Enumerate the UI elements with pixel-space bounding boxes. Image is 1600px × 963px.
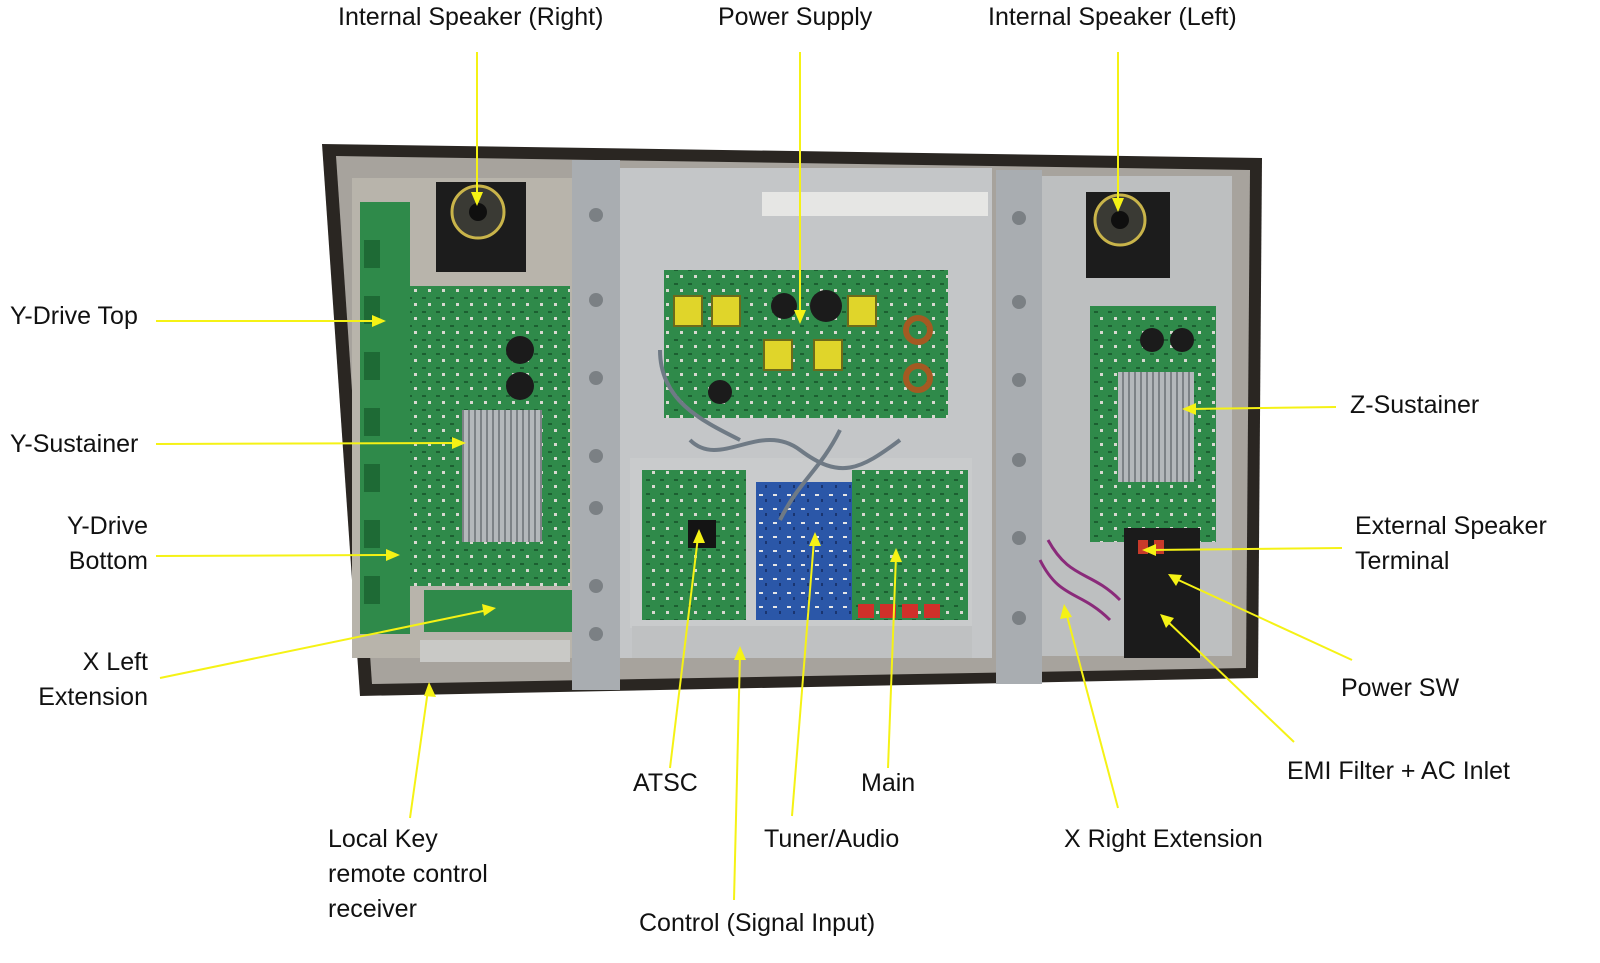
y-sustainer-heatsink [462,410,542,542]
local-key-bar [420,640,570,662]
label-x-left-extension: X Left Extension [38,648,148,711]
main-board-connectors [858,604,940,618]
label-power-supply: Power Supply [718,3,873,31]
label-main: Main [861,769,916,797]
tuner-audio-board [756,482,852,620]
label-y-drive-top: Y-Drive Top [10,302,138,330]
leader-y-sustainer [155,442,459,445]
x-left-extension-board [424,590,574,632]
leader-tuner-audio [791,539,815,817]
leader-arrowheads [372,192,1196,697]
speaker-left [1086,192,1170,278]
speaker-right [436,182,526,272]
leader-lines [155,52,1353,901]
wiring-harness [658,349,902,521]
label-external-speaker-terminal: External Speaker Terminal [1355,512,1547,575]
leader-main [887,555,897,769]
terminal-connectors [1138,540,1164,554]
power-supply-transformers [673,295,877,371]
z-sustainer-capacitors [1140,328,1194,352]
main-board [852,470,968,620]
leader-local-key [409,689,429,819]
y-sustainer-capacitors [506,336,534,400]
right-support-bar [996,170,1042,684]
power-supply-toroids [903,315,933,393]
leader-x-left-extension [159,609,489,679]
leader-x-right-extension [1065,611,1119,809]
label-power-sw: Power SW [1341,674,1460,702]
right-wires [1038,539,1122,622]
tv-chassis [322,144,1262,696]
leader-z-sustainer [1189,406,1337,410]
label-y-sustainer: Y-Sustainer [10,430,139,458]
label-tuner-audio: Tuner/Audio [764,825,900,853]
leader-power-sw [1173,577,1353,661]
label-atsc: ATSC [633,769,698,797]
leader-emi-filter [1165,619,1295,743]
leader-y-drive-bottom [155,554,393,557]
label-local-key: Local Key remote control receiver [328,825,488,923]
support-bar-bolts [589,208,1026,641]
power-supply-board [664,270,948,418]
left-support-bar [572,160,620,690]
atsc-chip [688,520,716,548]
leader-external-speaker-terminal [1149,547,1343,551]
control-board-strip [632,626,972,658]
power-supply-capacitors [708,290,842,404]
leader-atsc [669,536,699,769]
power-supply-label-plate [762,192,988,216]
label-emi-filter-ac-inlet: EMI Filter + AC Inlet [1287,757,1510,785]
label-z-sustainer: Z-Sustainer [1350,391,1480,419]
y-drive-connectors [364,240,380,604]
label-internal-speaker-right: Internal Speaker (Right) [338,3,604,31]
label-y-drive-bottom: Y-Drive Bottom [66,512,148,575]
label-x-right-extension: X Right Extension [1064,825,1263,853]
label-control-signal-input: Control (Signal Input) [639,909,876,937]
z-sustainer-heatsink [1118,372,1194,482]
leader-control-signal-input [733,653,741,901]
label-internal-speaker-left: Internal Speaker (Left) [988,3,1237,31]
